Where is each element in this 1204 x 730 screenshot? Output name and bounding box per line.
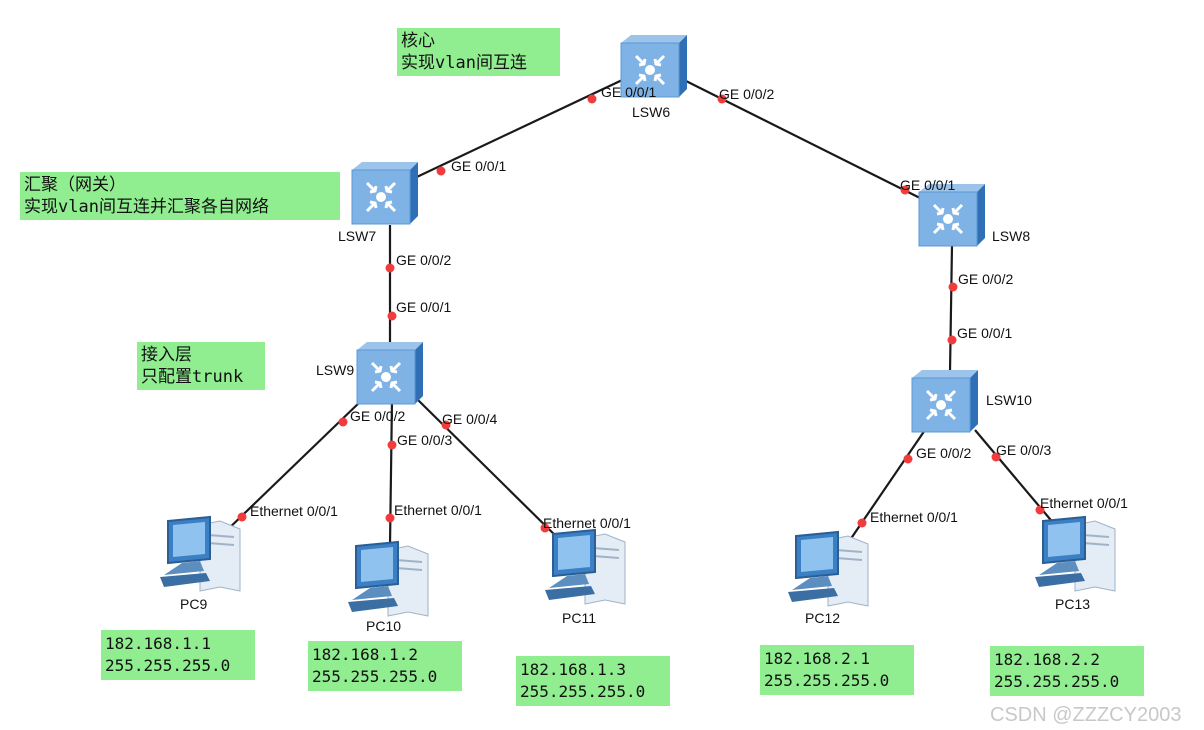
port-dot [387, 311, 397, 321]
port-label: Ethernet 0/0/1 [250, 503, 338, 519]
pc-icon[interactable] [788, 530, 869, 607]
port-dot [903, 454, 913, 464]
switch-icon[interactable] [351, 162, 418, 225]
switch-icon[interactable] [356, 342, 423, 405]
port-dot [436, 166, 446, 176]
port-label: Ethernet 0/0/1 [394, 502, 482, 518]
port-label: GE 0/0/2 [350, 408, 406, 424]
ip-address: 182.168.1.3 [520, 660, 626, 679]
port-label: GE 0/0/1 [957, 325, 1013, 341]
port-dot [540, 523, 550, 533]
port-label: GE 0/0/2 [396, 252, 452, 268]
subnet-mask: 255.255.255.0 [520, 682, 646, 701]
note-line: 接入层 [141, 345, 192, 365]
switch-label: LSW9 [316, 362, 355, 378]
switch-icon[interactable] [918, 184, 985, 247]
note-line: 核心 [401, 31, 435, 51]
port-label: GE 0/0/2 [958, 271, 1014, 287]
watermark: CSDN @ZZZCY2003 [990, 704, 1182, 726]
pc-label: PC9 [180, 596, 208, 612]
pc-label: PC10 [366, 618, 402, 634]
ip-address: 182.168.1.1 [105, 634, 211, 653]
switch-icon[interactable] [620, 35, 687, 98]
port-dot [237, 512, 247, 522]
port-dot [900, 185, 910, 195]
switch-label: LSW6 [632, 104, 671, 120]
ip-config-note: 182.168.1.1 255.255.255.0 [101, 630, 255, 680]
port-label: GE 0/0/3 [397, 432, 453, 448]
link-line [384, 64, 655, 193]
port-dot [857, 518, 867, 528]
layer-note: 汇聚（网关）实现vlan间互连并汇聚各自网络 [20, 172, 340, 220]
switch-label: LSW7 [338, 228, 377, 244]
port-dot [1035, 505, 1045, 515]
pc-icon[interactable] [348, 540, 429, 617]
ip-config-note: 182.168.2.2 255.255.255.0 [990, 646, 1144, 696]
layer-note: 接入层只配置trunk [137, 342, 265, 390]
subnet-mask: 255.255.255.0 [994, 672, 1120, 691]
pc-label: PC12 [805, 610, 841, 626]
switch-label: LSW10 [986, 392, 1032, 408]
port-label: GE 0/0/1 [601, 84, 657, 100]
note-line: 实现vlan间互连 [401, 53, 527, 73]
port-label: GE 0/0/2 [916, 445, 972, 461]
pc-label: PC13 [1055, 596, 1091, 612]
port-label: GE 0/0/1 [900, 177, 956, 193]
port-dot [587, 94, 597, 104]
pc-icon[interactable] [160, 515, 241, 592]
port-label: Ethernet 0/0/1 [870, 509, 958, 525]
ip-address: 182.168.1.2 [312, 645, 418, 664]
port-label: GE 0/0/1 [396, 299, 452, 315]
subnet-mask: 255.255.255.0 [312, 667, 438, 686]
ip-config-note: 182.168.2.1 255.255.255.0 [760, 645, 914, 695]
port-dot [385, 513, 395, 523]
port-label: Ethernet 0/0/1 [543, 515, 631, 531]
link-line [948, 244, 954, 373]
switch-label: LSW8 [992, 228, 1031, 244]
pc-icon[interactable] [1035, 515, 1116, 592]
ip-config-note: 182.168.1.2 255.255.255.0 [308, 641, 462, 691]
port-dot [717, 94, 727, 104]
port-dot [338, 417, 348, 427]
port-dot [947, 335, 957, 345]
note-line: 实现vlan间互连并汇聚各自网络 [24, 197, 269, 217]
port-label: Ethernet 0/0/1 [1040, 495, 1128, 511]
port-dot [441, 420, 451, 430]
port-dot [385, 263, 395, 273]
note-line: 汇聚（网关） [24, 175, 126, 195]
port-label: GE 0/0/4 [442, 411, 498, 427]
ip-address: 182.168.2.2 [994, 650, 1100, 669]
port-dot [948, 282, 958, 292]
layer-note: 核心实现vlan间互连 [397, 28, 560, 76]
ip-config-note: 182.168.1.3 255.255.255.0 [516, 656, 670, 706]
note-line: 只配置trunk [141, 367, 244, 387]
port-dot [387, 440, 397, 450]
port-label: GE 0/0/3 [996, 442, 1052, 458]
subnet-mask: 255.255.255.0 [105, 656, 231, 675]
switch-icon[interactable] [911, 370, 978, 433]
port-label: GE 0/0/1 [451, 158, 507, 174]
pc-icon[interactable] [545, 528, 626, 605]
port-dot [991, 452, 1001, 462]
ip-address: 182.168.2.1 [764, 649, 870, 668]
pc-label: PC11 [562, 610, 596, 626]
port-label: GE 0/0/2 [719, 86, 775, 102]
subnet-mask: 255.255.255.0 [764, 671, 890, 690]
